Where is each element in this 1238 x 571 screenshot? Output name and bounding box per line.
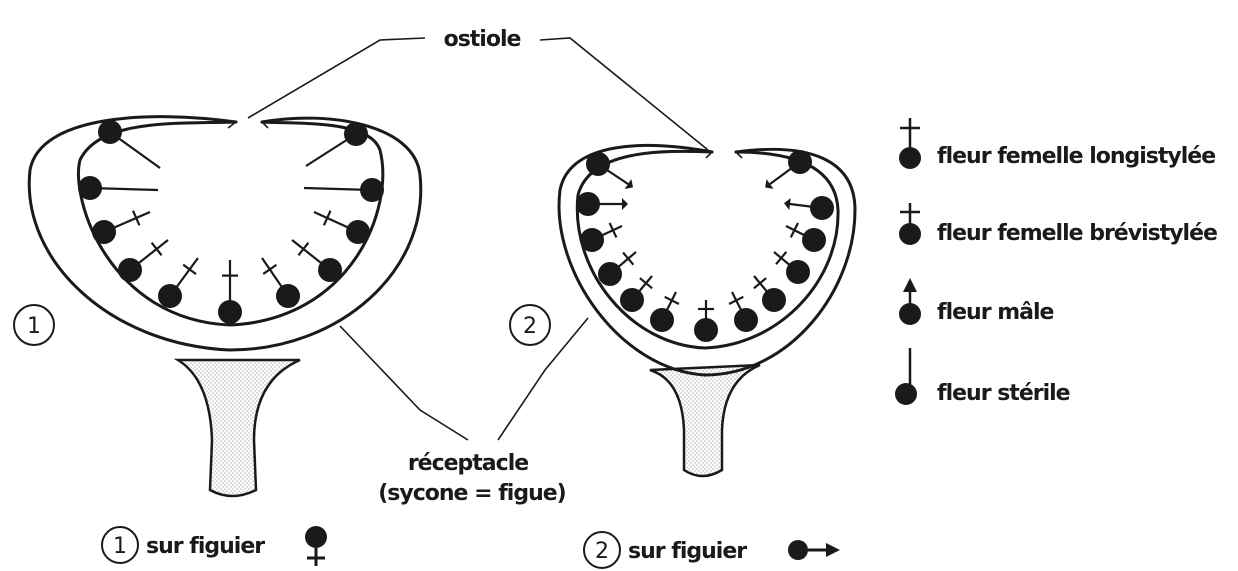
figure-2-number: 2 — [510, 305, 550, 345]
legend-label-brevistylee: fleur femelle brévistylée — [937, 221, 1217, 246]
caption-2-text: sur figuier — [628, 539, 747, 564]
ostiole-label: ostiole — [444, 27, 521, 52]
long-style-flower-icon — [899, 118, 921, 169]
legend: fleur femelle longistylée fleur femelle … — [895, 118, 1217, 406]
legend-item-sterile: fleur stérile — [895, 348, 1070, 406]
floret-1-5 — [158, 258, 198, 308]
caption-2: 2 sur figuier — [584, 532, 840, 568]
floret-1-10 — [304, 178, 384, 202]
stalk-1 — [178, 360, 300, 496]
legend-item-male: fleur mâle — [899, 278, 1054, 325]
svg-text:2: 2 — [523, 314, 537, 339]
sycone-figure-2 — [559, 145, 855, 476]
male-symbol-icon — [788, 540, 840, 560]
legend-label-longistylee: fleur femelle longistylée — [937, 144, 1215, 169]
floret-2-12 — [784, 196, 834, 220]
floret-1-2 — [78, 176, 158, 200]
female-symbol-icon — [305, 526, 327, 566]
sycone-label: (sycone = figue) — [378, 481, 565, 506]
floret-2-5 — [620, 276, 652, 312]
sterile-flower-icon — [895, 348, 917, 405]
ostiole-pointer-left — [248, 38, 425, 118]
floret-1-11 — [306, 122, 368, 166]
floret-1-3 — [92, 211, 150, 244]
caption-1: 1 sur figuier — [102, 526, 327, 566]
stalk-2 — [650, 365, 760, 476]
floret-1-9 — [314, 211, 370, 244]
male-flower-icon — [899, 278, 921, 325]
floret-1-8 — [292, 240, 342, 282]
pointer-lines — [248, 38, 708, 440]
legend-item-longistylee: fleur femelle longistylée — [899, 118, 1215, 169]
floret-1-7 — [262, 258, 300, 308]
receptacle-pointer-left — [340, 326, 468, 440]
florets-group-1 — [78, 120, 384, 324]
short-style-flower-icon — [899, 203, 921, 245]
sycone-figure-1 — [29, 117, 421, 496]
legend-item-brevistylee: fleur femelle brévistylée — [899, 203, 1217, 246]
florets-group-2 — [576, 150, 834, 342]
floret-2-11 — [786, 223, 826, 252]
caption-1-number: 1 — [113, 534, 127, 559]
floret-2-8 — [729, 292, 758, 332]
caption-1-text: sur figuier — [146, 534, 265, 559]
floret-2-7 — [694, 300, 718, 342]
floret-1-6 — [218, 260, 242, 324]
legend-label-sterile: fleur stérile — [937, 381, 1070, 406]
floret-2-4 — [598, 252, 636, 286]
receptacle-label: réceptacle — [408, 451, 528, 476]
figure-1-number: 1 — [14, 305, 54, 345]
floret-2-2 — [576, 192, 628, 216]
floret-2-10 — [774, 252, 810, 284]
caption-2-number: 2 — [595, 539, 609, 564]
floret-1-4 — [118, 240, 168, 282]
floret-2-9 — [754, 276, 786, 312]
legend-label-male: fleur mâle — [937, 300, 1054, 325]
floret-2-6 — [650, 292, 679, 332]
ostiole-pointer-right — [540, 38, 708, 150]
floret-2-3 — [580, 223, 622, 252]
svg-text:1: 1 — [27, 314, 41, 339]
